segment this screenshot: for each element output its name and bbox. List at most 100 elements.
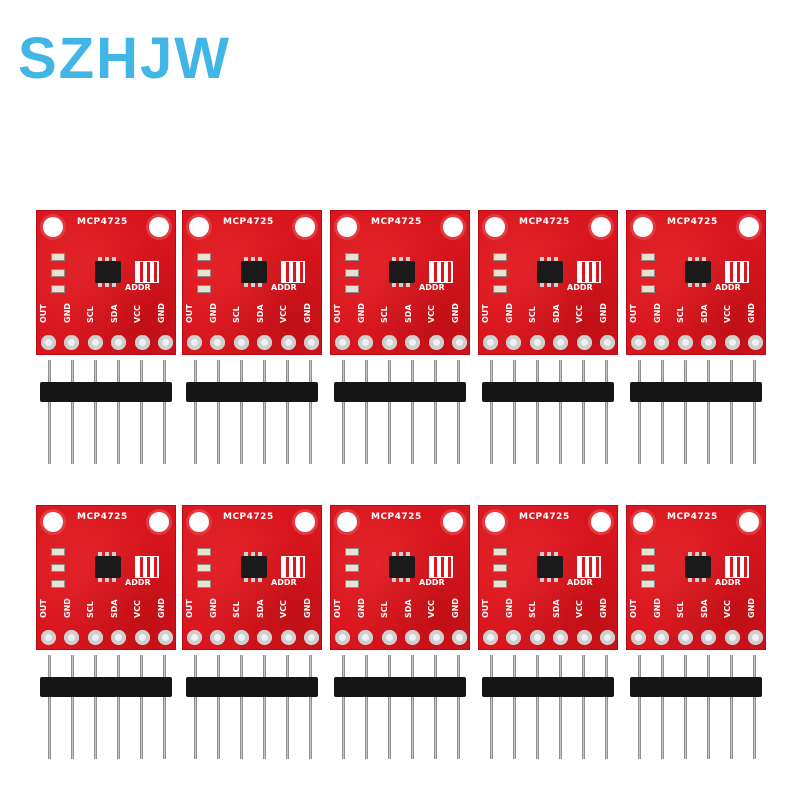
pin-hole [134,630,150,645]
pin-label: GND [302,303,312,323]
address-jumper [135,556,159,578]
mounting-hole [149,217,169,237]
header-pin [638,360,641,382]
pin-header [630,360,762,470]
header-pin [536,655,539,677]
pin-hole [87,630,103,645]
header-pin [365,655,368,677]
header-pin [48,655,51,677]
mounting-hole [633,512,653,532]
mounting-hole [43,217,63,237]
smd-component [641,285,655,293]
ic-chip [241,257,267,287]
pin-label: VCC [133,305,143,323]
header-pin [490,402,493,464]
header-pin [707,655,710,677]
header-pin [48,360,51,382]
smd-component [345,548,359,556]
pin-label: VCC [723,600,733,618]
header-pin [163,402,166,464]
header-pin [490,655,493,677]
pin-header [630,655,762,765]
header-pin [457,360,460,382]
header-pin [388,697,391,759]
header-pin [194,402,197,464]
header-pin [411,360,414,382]
header-pin [286,697,289,759]
chip-label: MCP4725 [77,217,128,227]
pin-label: SDA [109,304,119,323]
ic-chip [95,257,121,287]
smd-component [493,253,507,261]
pin-label: GND [156,598,166,618]
pin-hole [654,335,670,350]
pin-label: SDA [699,599,709,618]
header-pin [684,360,687,382]
pin-hole [654,630,670,645]
ic-chip [241,552,267,582]
pin-label: OUT [481,599,490,618]
pin-label: GND [450,303,460,323]
mounting-hole [337,512,357,532]
chip-label: MCP4725 [223,217,274,227]
pin-hole [701,630,717,645]
mounting-hole [189,217,209,237]
pin-holes [631,630,763,645]
pin-label: SDA [403,599,413,618]
mounting-hole [485,217,505,237]
header-plastic [40,677,172,697]
smd-component [641,580,655,588]
mounting-hole [485,512,505,532]
header-pin [140,402,143,464]
address-jumper [429,556,453,578]
pin-header [334,655,466,765]
header-pin [559,697,562,759]
brand-logo: SZHJW [18,26,231,91]
pin-label: OUT [39,304,48,323]
pin-label: GND [746,303,756,323]
header-pin [638,402,641,464]
header-plastic [334,382,466,402]
header-pin [513,402,516,464]
pin-hole [187,335,202,350]
smd-component [197,269,211,277]
header-pin [388,360,391,382]
mounting-hole [739,512,759,532]
header-pin [753,655,756,677]
smd-component [51,548,65,556]
pin-label: SCL [676,601,686,618]
pin-label: SCL [86,306,96,323]
pin-label: VCC [427,305,437,323]
header-pin [582,655,585,677]
chip-label: MCP4725 [519,512,570,522]
header-plastic [186,382,318,402]
header-plastic [40,382,172,402]
header-pin [605,360,608,382]
header-pin [434,402,437,464]
pin-holes [335,630,467,645]
smd-component [493,580,507,588]
pin-label: OUT [629,304,638,323]
pin-hole [529,335,545,350]
header-pin [342,655,345,677]
pin-header [186,655,318,765]
header-pin [730,655,733,677]
pin-label: VCC [279,600,289,618]
pin-header [482,360,614,470]
pin-hole [187,630,202,645]
header-pin [163,697,166,759]
header-pin [117,655,120,677]
pin-header [40,655,172,765]
pin-hole [483,630,498,645]
pin-hole [576,630,592,645]
header-pin [559,360,562,382]
header-pin [71,402,74,464]
